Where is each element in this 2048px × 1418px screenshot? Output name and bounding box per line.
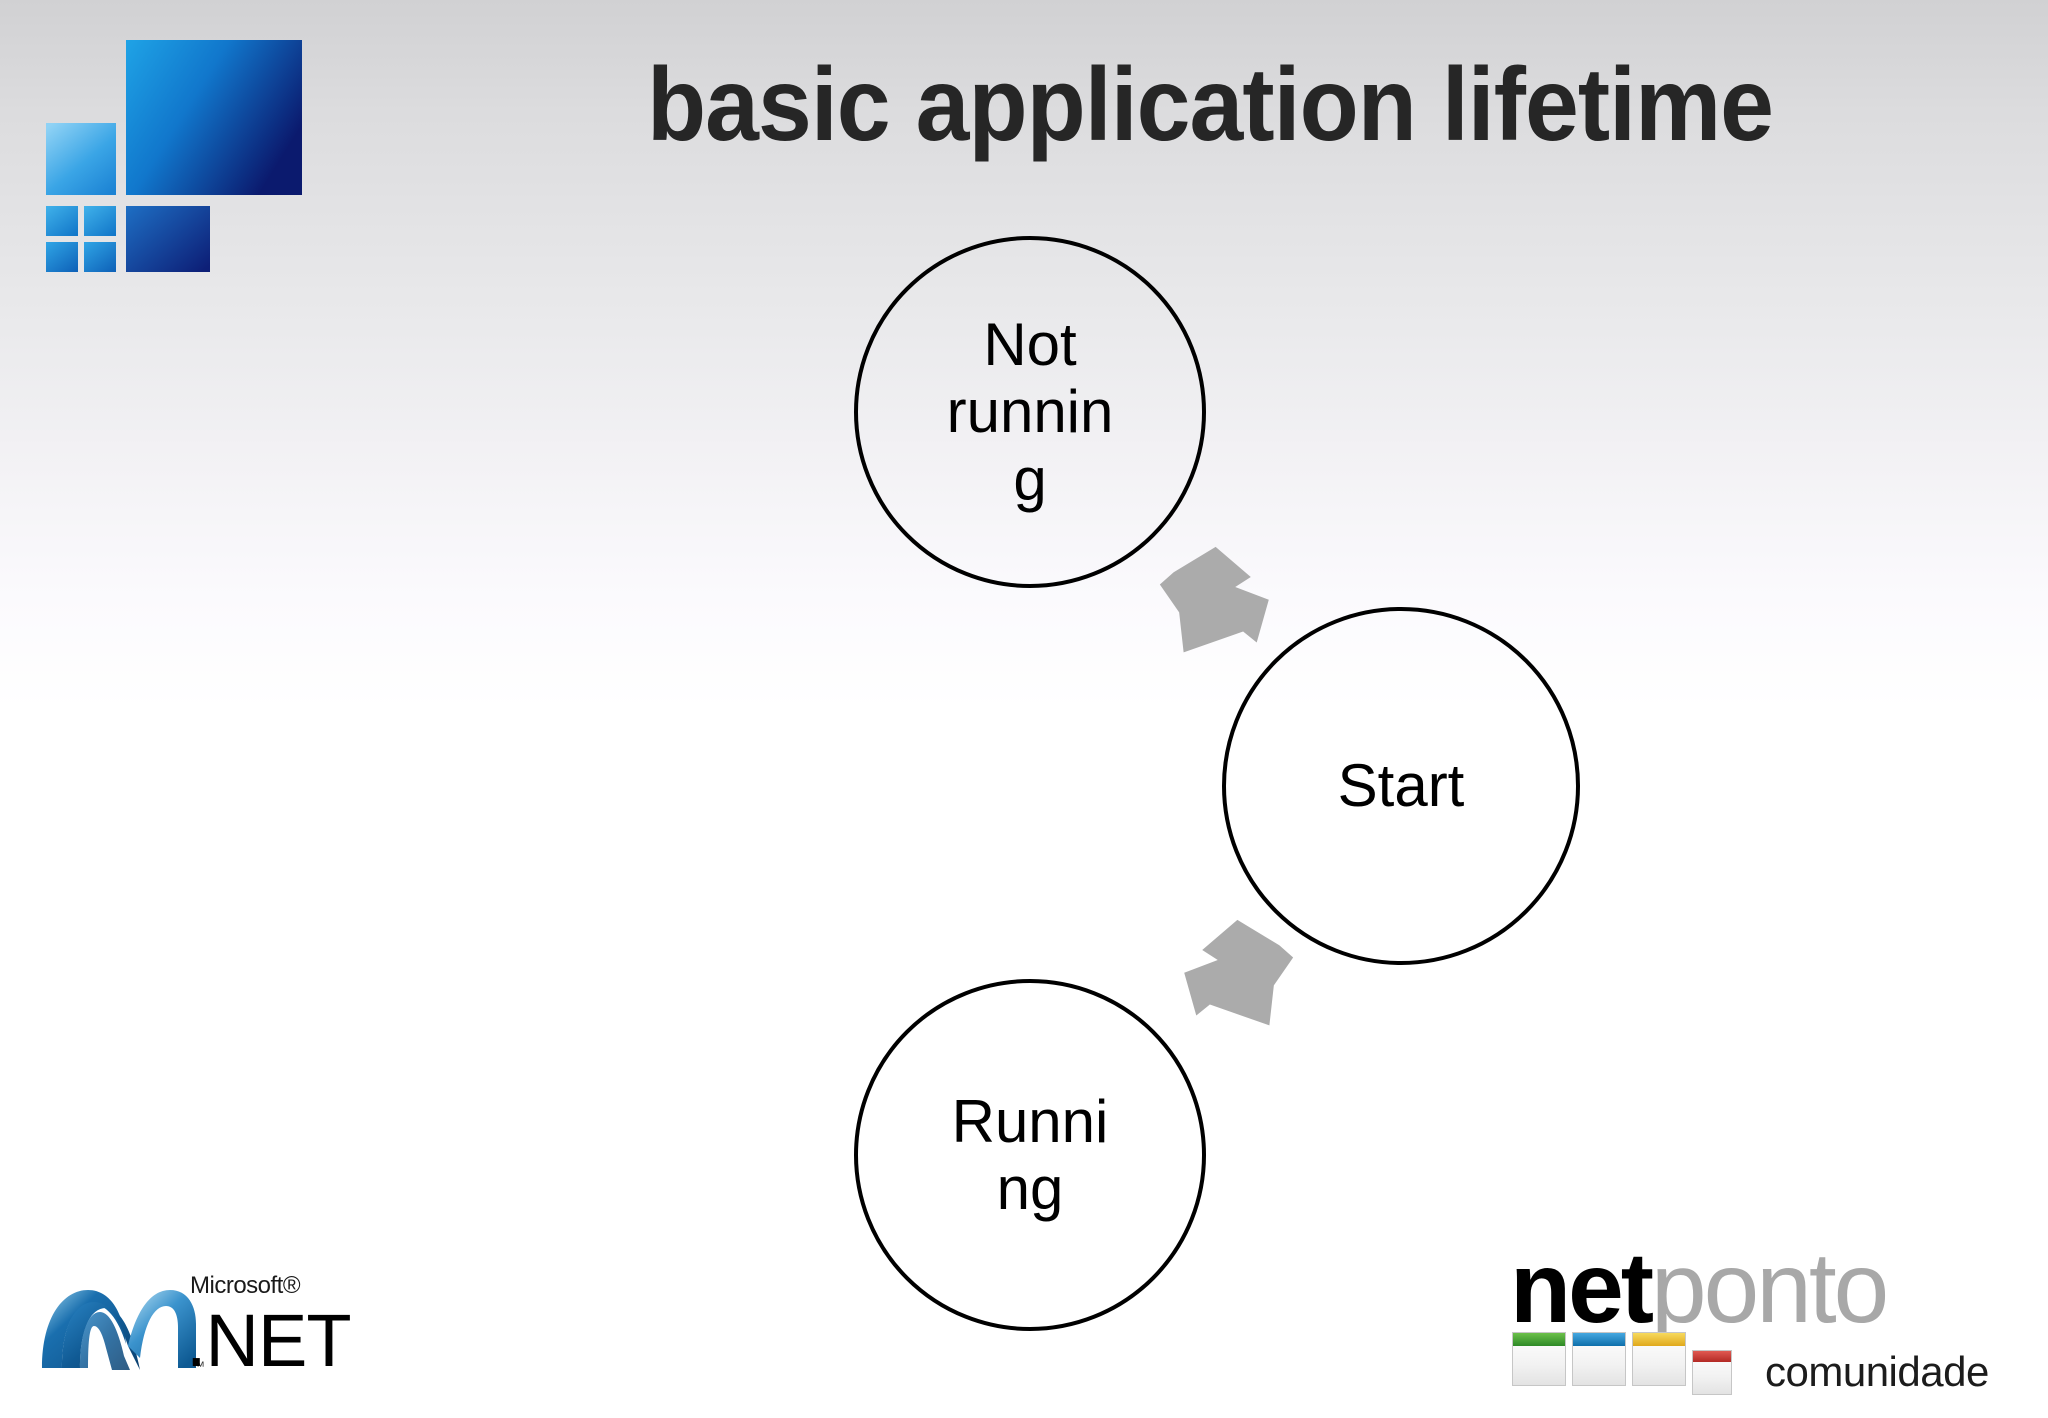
trademark-mark: ™ [191, 1358, 205, 1374]
arrow-down-right-icon [1159, 546, 1269, 653]
arrow-start-to-running [1168, 918, 1298, 1033]
square-cap-red [1693, 1351, 1731, 1362]
netponto-logo: netponto comunidade [1510, 1238, 2030, 1412]
windows-tiles-logo [38, 28, 318, 278]
microsoft-text: Microsoft® [190, 1272, 301, 1299]
arrow-not-running-to-start [1155, 545, 1285, 660]
arrow-down-left-icon [1184, 919, 1294, 1026]
tile-small-1 [46, 206, 78, 236]
tile-small-2 [84, 206, 116, 236]
windows-tiles-svg [46, 40, 302, 272]
page-title: basic application lifetime [646, 47, 1774, 163]
dotnet-wordmark: Microsoft® .NET [186, 1272, 352, 1392]
netponto-square-marks [1512, 1332, 1732, 1395]
dotnet-swoosh-icon [42, 1290, 196, 1370]
tile-large [126, 40, 302, 195]
netponto-square-green [1512, 1332, 1566, 1386]
netponto-ponto-text: ponto [1651, 1232, 1889, 1344]
node-not-running[interactable]: Not running [854, 236, 1206, 588]
square-cap-yellow [1633, 1333, 1685, 1346]
square-cap-blue [1573, 1333, 1625, 1346]
tile-small-3 [46, 242, 78, 272]
node-running-label: Running [951, 1087, 1109, 1222]
netponto-square-blue [1572, 1332, 1626, 1386]
square-cap-green [1513, 1333, 1565, 1346]
microsoft-dotnet-logo: ™ [36, 1272, 326, 1392]
netponto-net-text: net [1510, 1232, 1654, 1344]
node-running[interactable]: Running [854, 979, 1206, 1331]
tile-wide [126, 206, 210, 272]
netponto-square-yellow [1632, 1332, 1686, 1386]
netponto-tagline: comunidade [1765, 1348, 1989, 1395]
tile-medium [46, 123, 116, 195]
netponto-wordmark: netponto [1510, 1238, 1889, 1338]
dotnet-text: .NET [186, 1299, 352, 1382]
node-not-running-label: Not running [946, 311, 1114, 513]
node-start-label: Start [1337, 752, 1465, 820]
netponto-square-red [1692, 1350, 1732, 1395]
node-start[interactable]: Start [1222, 607, 1580, 965]
tile-small-4 [84, 242, 116, 272]
